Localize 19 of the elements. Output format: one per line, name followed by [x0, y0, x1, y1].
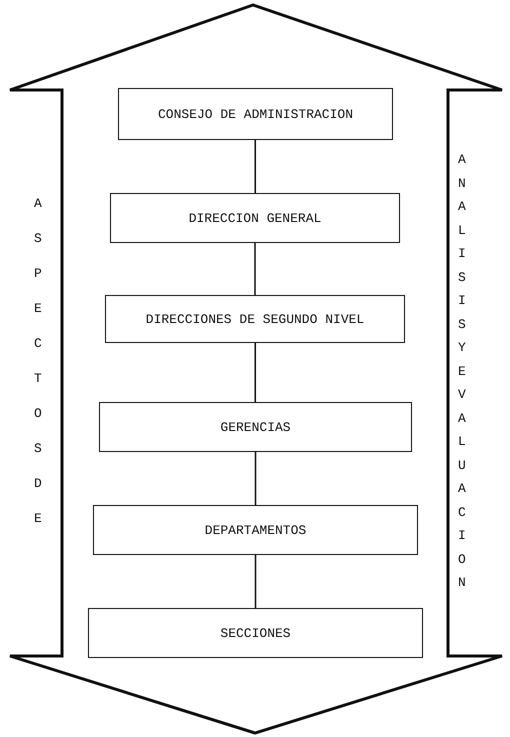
box-label: SECCIONES: [220, 624, 291, 642]
org-box: [118, 88, 393, 140]
box-label: DEPARTAMENTOS: [204, 522, 306, 538]
org-box: [110, 193, 400, 243]
connector-line: [254, 452, 256, 505]
org-box: [105, 295, 405, 343]
box-label: GERENCIAS: [220, 418, 291, 436]
connector-line: [254, 555, 256, 608]
box-label: DIRECCION GENERAL: [188, 210, 322, 226]
vertical-label: ASPECTOS DE: [34, 195, 42, 528]
org-box: [99, 402, 412, 452]
org-box: [88, 608, 423, 658]
connector-line: [254, 343, 256, 402]
connector-line: [254, 140, 256, 193]
org-box: [93, 505, 418, 555]
box-label: CONSEJO DE ADMINISTRACION: [158, 106, 354, 122]
vertical-label: ANALISIS Y EVALUACION: [458, 151, 466, 592]
box-label: DIRECCIONES DE SEGUNDO NIVEL: [146, 310, 364, 328]
connector-line: [254, 243, 256, 295]
